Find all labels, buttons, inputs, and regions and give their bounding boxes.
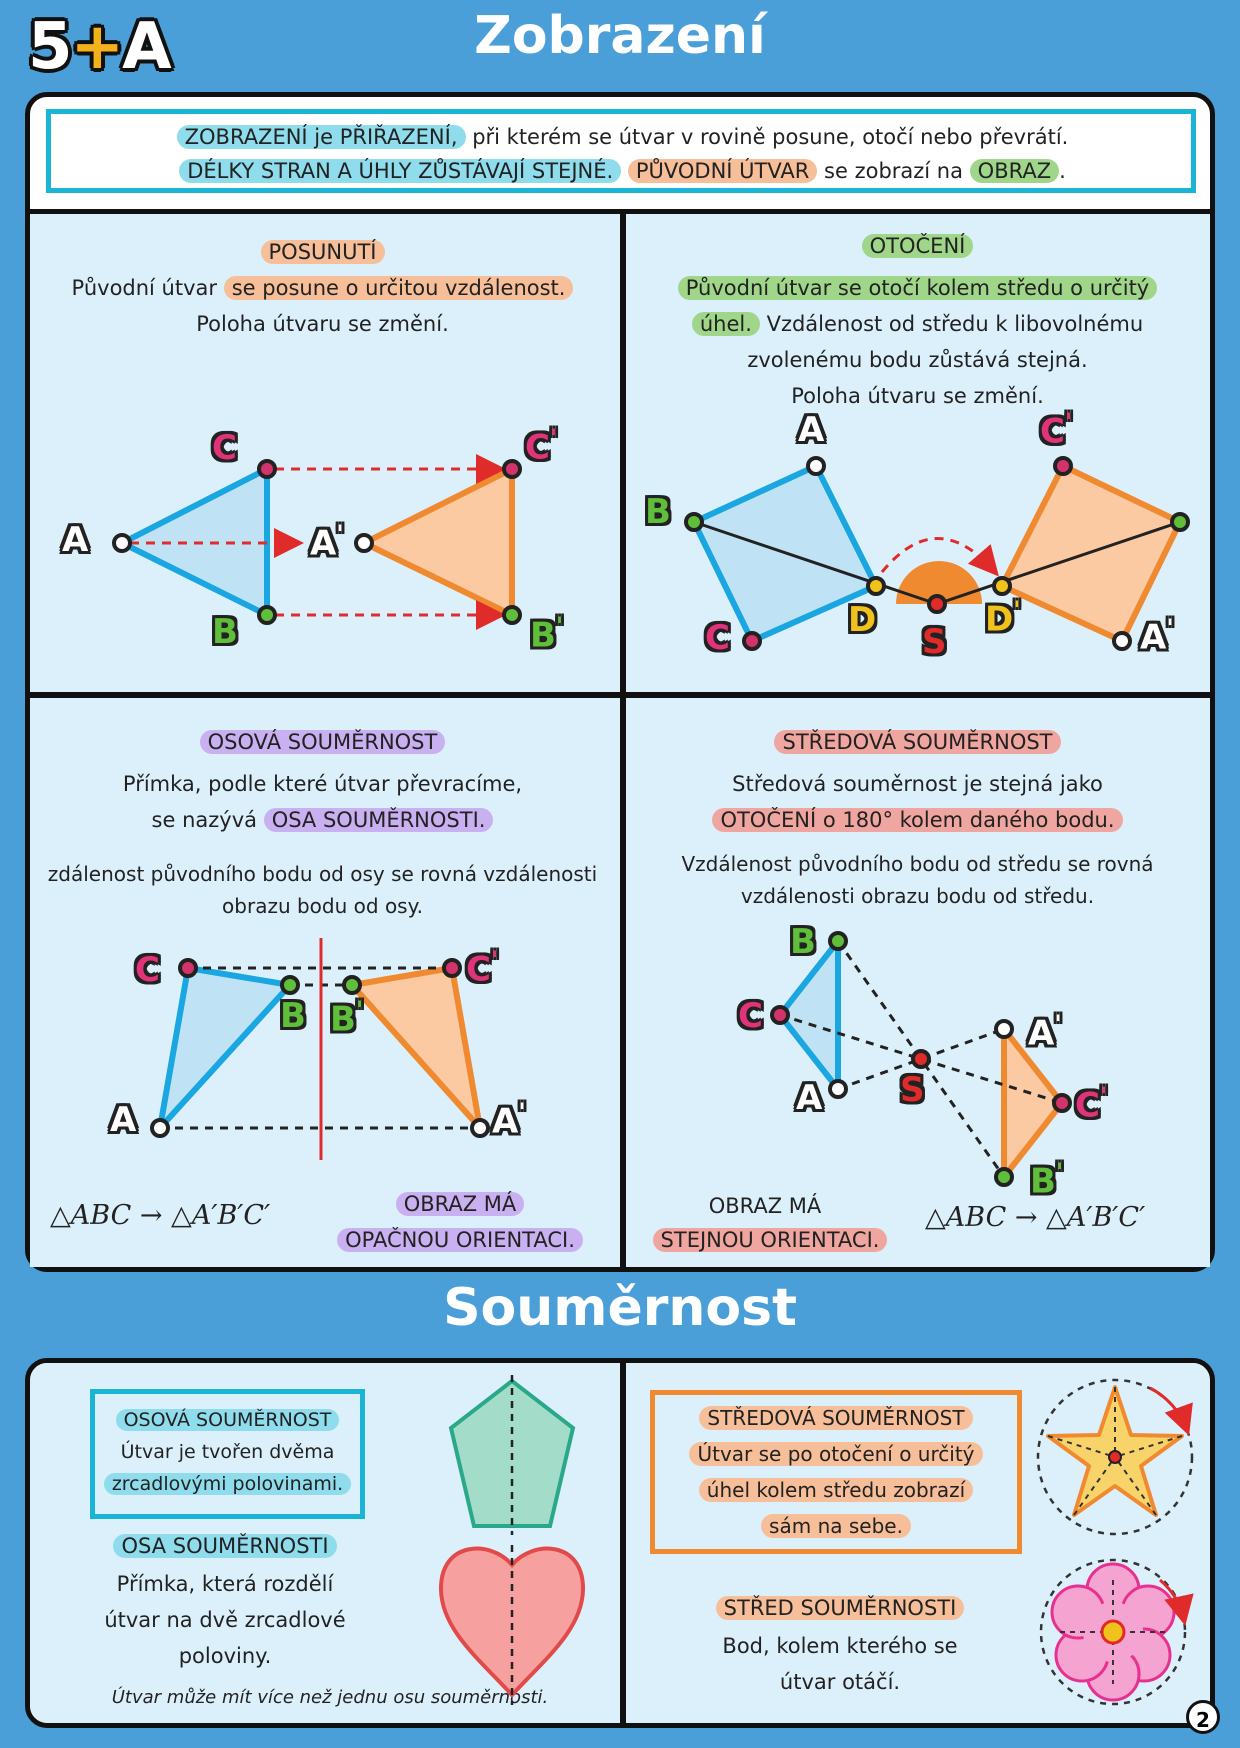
posunuti-line2: Poloha útvaru se změní.	[196, 312, 449, 336]
osa-line1: Přímka, která rozdělí	[116, 1572, 334, 1596]
stredova-heading: STŘEDOVÁ SOUMĚRNOST	[625, 726, 1210, 758]
posunuti-diagram	[112, 454, 522, 630]
stredova-note1: OBRAZ MÁ	[708, 1194, 822, 1218]
stred-line2: útvar otáčí.	[779, 1670, 901, 1694]
stredova-line1: Středová souměrnost je stejná jako	[732, 772, 1103, 796]
otoceni-diagram	[684, 456, 1190, 651]
stredova-note2: STEJNOU ORIENTACI.	[635, 1224, 905, 1256]
posunuti-heading: POSUNUTÍ	[30, 236, 615, 268]
osa-label-b2: B'	[330, 996, 364, 1040]
osova-line3: zdálenost původního bodu od osy se rovná…	[47, 862, 598, 886]
stred-line1: Bod, kolem kterého se	[722, 1634, 958, 1658]
soumernost-title: Souměrnost	[443, 1278, 797, 1338]
intro-box	[46, 109, 1196, 193]
rot-label-c2: C'	[1040, 408, 1073, 452]
osa-label-c2: C'	[466, 946, 499, 990]
osova-heading: OSOVÁ SOUMĚRNOST	[30, 726, 615, 758]
intro-line1: ZOBRAZENÍ je PŘIŘAZENÍ, při kterém se út…	[50, 121, 1195, 153]
rot-label-s: S	[922, 622, 947, 662]
osova-cell	[30, 698, 620, 1267]
osa-line3: poloviny.	[178, 1644, 272, 1668]
stredova-formula: △ABC → △A′B′C′	[925, 1202, 1146, 1233]
pos-label-a: A	[62, 520, 89, 560]
otoceni-line3: zvolenému bodu zůstává stejná.	[747, 348, 1088, 372]
rot-label-d: D	[848, 600, 877, 640]
pos-label-b2: B'	[530, 612, 564, 656]
stred-heading: STŘED SOUMĚRNOSTI	[660, 1592, 1020, 1624]
logo: 5+A	[28, 10, 172, 84]
str-label-b2: B'	[1030, 1158, 1064, 1202]
pos-label-b: B	[212, 612, 238, 652]
str-label-b: B	[790, 922, 816, 962]
pos-label-c2: C'	[525, 424, 558, 468]
rot-label-b: B	[645, 492, 671, 532]
stredova-diagram	[770, 931, 1072, 1187]
box1-line1: Útvar je tvořen dvěma	[120, 1441, 335, 1463]
otoceni-line4: Poloha útvaru se změní.	[791, 384, 1044, 408]
intro-line2: DÉLKY STRAN A ÚHLY ZŮSTÁVAJÍ STEJNÉ. PŮV…	[50, 155, 1195, 187]
pos-label-a2: A'	[310, 520, 344, 564]
osova-box	[90, 1389, 365, 1519]
osa-label-a2: A'	[492, 1098, 526, 1142]
rot-label-d2: D'	[985, 596, 1021, 640]
soumernost-note: Útvar může mít více než jednu osu souměr…	[111, 1687, 549, 1708]
osova-note2: OPAČNOU ORIENTACI.	[300, 1224, 620, 1256]
pos-label-c: C	[212, 428, 237, 468]
osa-label-c: C	[135, 950, 160, 990]
str-label-a2: A'	[1028, 1010, 1062, 1054]
otoceni-heading: OTOČENÍ	[625, 230, 1210, 262]
osa-line2: útvar na dvě zrcadlové	[104, 1608, 346, 1632]
str-label-c: C	[738, 996, 763, 1036]
osova-line1: Přímka, podle které útvar převracíme,	[122, 772, 523, 796]
osova-formula: △ABC → △A′B′C′	[50, 1200, 271, 1231]
osova-line2: se nazývá OSA SOUMĚRNOSTI.	[30, 804, 615, 836]
box1-heading: OSOVÁ SOUMĚRNOST	[90, 1404, 365, 1436]
stredova-box	[650, 1390, 1022, 1554]
rot-label-a2: A'	[1140, 614, 1174, 658]
box2-line2: úhel kolem středu zobrazí	[650, 1474, 1022, 1506]
rot-label-c: C	[705, 618, 730, 658]
osa-label-a: A	[110, 1100, 137, 1140]
stredova-line2: OTOČENÍ o 180° kolem daného bodu.	[625, 804, 1210, 836]
otoceni-line1: Původní útvar se otočí kolem středu o ur…	[625, 272, 1210, 304]
box2-line3: sám na sebe.	[650, 1510, 1022, 1542]
str-label-c2: C'	[1075, 1082, 1108, 1126]
rot-label-a: A	[798, 410, 825, 450]
box2-line1: Útvar se po otočení o určitý	[650, 1438, 1022, 1470]
osova-line4: obrazu bodu od osy.	[222, 894, 423, 918]
otoceni-line2: úhel. Vzdálenost od středu k libovolnému	[625, 308, 1210, 340]
osa-label-b: B	[280, 996, 306, 1036]
stredova-line3: Vzdálenost původního bodu od středu se r…	[681, 852, 1154, 876]
page-title: Zobrazení	[474, 6, 766, 66]
osova-diagram	[150, 938, 490, 1160]
osova-note1: OBRAZ MÁ	[310, 1188, 610, 1220]
stredova-line4: vzdálenosti obrazu bodu od středu.	[740, 884, 1095, 908]
box1-line2: zrcadlovými polovinami.	[90, 1468, 365, 1500]
stredova-cell	[626, 698, 1210, 1267]
posunuti-line1: Původní útvar se posune o určitou vzdále…	[30, 272, 615, 304]
box2-heading: STŘEDOVÁ SOUMĚRNOST	[650, 1402, 1022, 1434]
page-number: 2	[1186, 1700, 1220, 1734]
osa-heading: OSA SOUMĚRNOSTI	[60, 1530, 390, 1562]
str-label-a: A	[796, 1078, 823, 1118]
str-label-s: S	[900, 1070, 925, 1110]
